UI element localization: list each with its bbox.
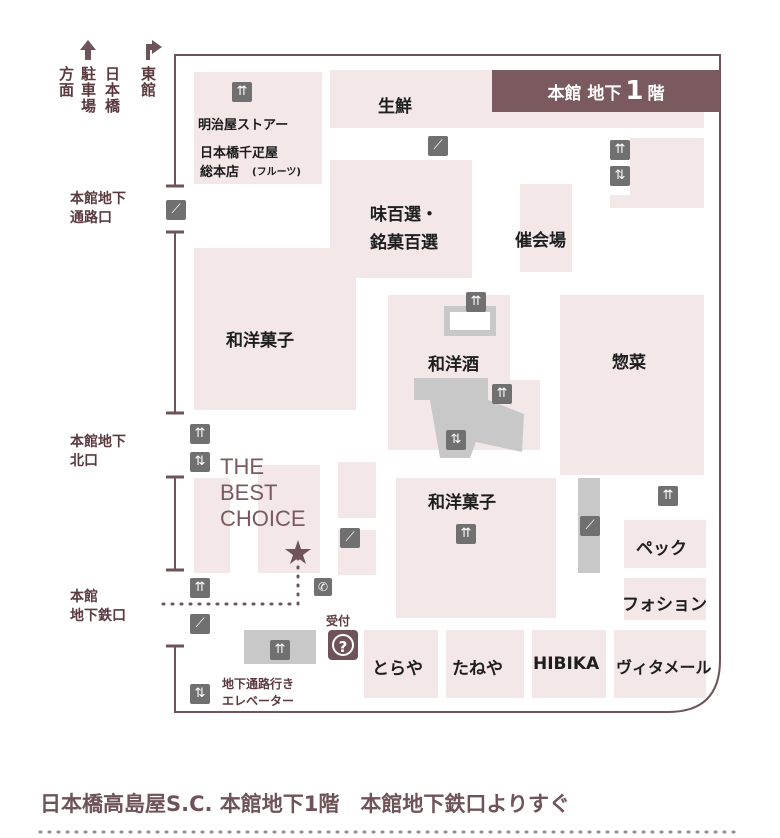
phone-icon: ✆ xyxy=(314,578,332,596)
stairs-icon: ⇈ xyxy=(610,140,630,160)
shop-taneya[interactable]: たねや xyxy=(452,659,503,679)
entrance-subway-line-1: 本館 xyxy=(70,589,98,605)
best-choice-line-1: THE xyxy=(220,454,264,479)
stairs-icon: ⇈ xyxy=(658,486,678,506)
floor-banner-text: 本館 地下 xyxy=(547,83,622,104)
stairs-icon: ⇈ xyxy=(456,524,476,544)
entrance-kita-line-2: 北口 xyxy=(70,453,98,469)
floor-banner-num: 1 xyxy=(625,76,644,106)
shop-sembikiya-2: 総本店 xyxy=(200,165,240,180)
shop-sembikiya-note: (フルーツ) xyxy=(252,167,301,178)
shop-wayoshu[interactable]: 和洋酒 xyxy=(428,355,479,375)
elevator-label-line-1: 地下通路行き xyxy=(222,677,295,691)
shop-ajihyakusen[interactable]: 味百選・ xyxy=(370,205,438,225)
elevator-icon: ⇅ xyxy=(190,684,210,704)
entrance-chika-tsuro[interactable]: 本館地下 通路口 xyxy=(70,190,126,228)
direction-higashi: 東館 xyxy=(140,65,156,99)
shop-toraya[interactable]: とらや xyxy=(372,659,423,679)
entrance-kita[interactable]: 本館地下 北口 xyxy=(70,433,126,471)
shop-wayogashi-center[interactable]: 和洋菓子 xyxy=(428,493,496,513)
shop-sembikiya[interactable]: 日本橋千疋屋 xyxy=(200,146,279,161)
shop-wayogashi-left[interactable]: 和洋菓子 xyxy=(226,331,294,351)
entrance-kita-line-1: 本館地下 xyxy=(70,434,126,450)
elevator-icon: ⇅ xyxy=(610,166,630,186)
floor-banner-suffix: 階 xyxy=(647,83,665,104)
stairs-icon: ⇈ xyxy=(232,82,252,102)
shop-fauchon[interactable]: フォション xyxy=(622,595,707,615)
shop-sozai[interactable]: 惣菜 xyxy=(612,353,646,373)
arrow-right-icon xyxy=(146,40,162,60)
arrow-up-icon xyxy=(80,40,96,60)
elevator-label-line-2: エレベーター xyxy=(222,694,295,708)
entrance-chika-tsuro-line-2: 通路口 xyxy=(70,210,112,226)
best-choice-line-3: CHOICE xyxy=(220,506,306,531)
floor-banner: 本館 地下 1 階 xyxy=(492,70,720,112)
direction-parking: 駐車場 xyxy=(80,65,96,115)
entrance-chika-tsuro-line-1: 本館地下 xyxy=(70,191,126,207)
star-icon xyxy=(285,540,311,564)
entrance-gap-tetsu xyxy=(170,570,182,646)
elevator-icon: ⇅ xyxy=(190,452,210,472)
shop-peck[interactable]: ペック xyxy=(636,539,687,559)
shop-blocks xyxy=(194,70,706,698)
escalator-icon: ⟋ xyxy=(166,200,186,220)
escalator-icon: ⟋ xyxy=(580,516,600,536)
escalator-icon: ⟋ xyxy=(428,136,448,156)
stairs-icon: ⇈ xyxy=(190,424,210,444)
shop-seisen[interactable]: 生鮮 xyxy=(378,97,412,117)
caption: 日本橋高島屋S.C. 本館地下1階 本館地下鉄口よりすぐ xyxy=(40,792,570,816)
direction-nihonbashi: 日本橋 xyxy=(104,65,120,115)
escalator-icon: ⟋ xyxy=(190,614,210,634)
stairs-icon: ⇈ xyxy=(492,384,512,404)
stairs-icon: ⇈ xyxy=(270,640,290,660)
floor-outline xyxy=(174,54,721,713)
stairs-icon: ⇈ xyxy=(190,578,210,598)
info-question-icon[interactable]: ? xyxy=(328,630,358,660)
entrance-gap-kita xyxy=(170,413,182,477)
elevator-label[interactable]: 地下通路行き エレベーター xyxy=(222,676,294,710)
elevator-icon: ⇅ xyxy=(446,430,466,450)
shop-hibika[interactable]: HIBIKA xyxy=(533,654,600,674)
entrance-subway-line-2: 地下鉄口 xyxy=(70,608,126,624)
stairs-icon: ⇈ xyxy=(466,292,486,312)
shop-vitamer[interactable]: ヴィタメール xyxy=(616,658,712,677)
entrance-subway[interactable]: 本館 地下鉄口 xyxy=(70,588,126,626)
reception-label: 受付 xyxy=(326,614,351,628)
route-dotted xyxy=(158,556,300,606)
best-choice-line-2: BEST xyxy=(220,480,278,505)
shop-meikahyakusen: 銘菓百選 xyxy=(370,233,438,253)
direction-houmen: 方面 xyxy=(58,65,74,99)
shop-moyooshi[interactable]: 催会場 xyxy=(515,231,566,251)
best-choice-label[interactable]: THE BEST CHOICE xyxy=(220,454,306,532)
escalator-icon: ⟋ xyxy=(340,528,360,548)
shop-meijiya[interactable]: 明治屋ストアー xyxy=(198,118,289,133)
